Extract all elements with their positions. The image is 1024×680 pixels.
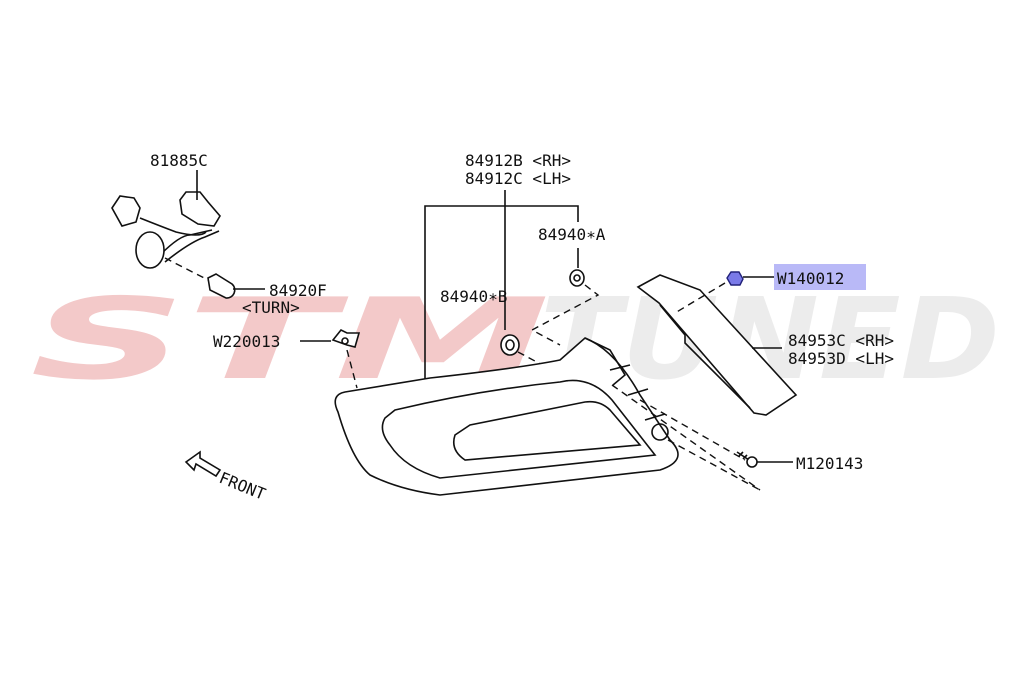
label-84912b[interactable]: 84912B <RH> <box>465 151 571 170</box>
label-84940b[interactable]: 84940∗B <box>440 287 507 306</box>
clip-w220013-part[interactable] <box>300 328 361 389</box>
bulb-part[interactable] <box>164 257 265 299</box>
rear-lamp-housing-part[interactable] <box>334 337 761 496</box>
front-arrow-icon <box>184 450 222 478</box>
cover-part[interactable] <box>636 274 798 416</box>
label-m120143[interactable]: M120143 <box>796 454 863 473</box>
grommet-a-part[interactable] <box>530 269 600 346</box>
highlight-w140012 <box>774 264 866 290</box>
socket-harness-part[interactable] <box>111 170 221 269</box>
label-84953d[interactable]: 84953D <LH> <box>788 349 894 368</box>
label-turn-note: <TURN> <box>242 298 300 317</box>
label-84912c[interactable]: 84912C <LH> <box>465 169 571 188</box>
screw-part[interactable] <box>736 451 793 468</box>
watermark-logo: STM TUNED <box>30 275 1000 405</box>
label-84940a[interactable]: 84940∗A <box>538 225 606 244</box>
front-label: FRONT <box>217 468 269 504</box>
label-84953c[interactable]: 84953C <RH> <box>788 331 894 350</box>
label-w220013[interactable]: W220013 <box>213 332 280 351</box>
clip-w140012-part[interactable] <box>726 271 775 286</box>
label-84920f[interactable]: 84920F <box>269 281 327 300</box>
label-w140012[interactable]: W140012 <box>777 269 844 288</box>
housing-leader <box>424 190 579 382</box>
label-81885c[interactable]: 81885C <box>150 151 208 170</box>
